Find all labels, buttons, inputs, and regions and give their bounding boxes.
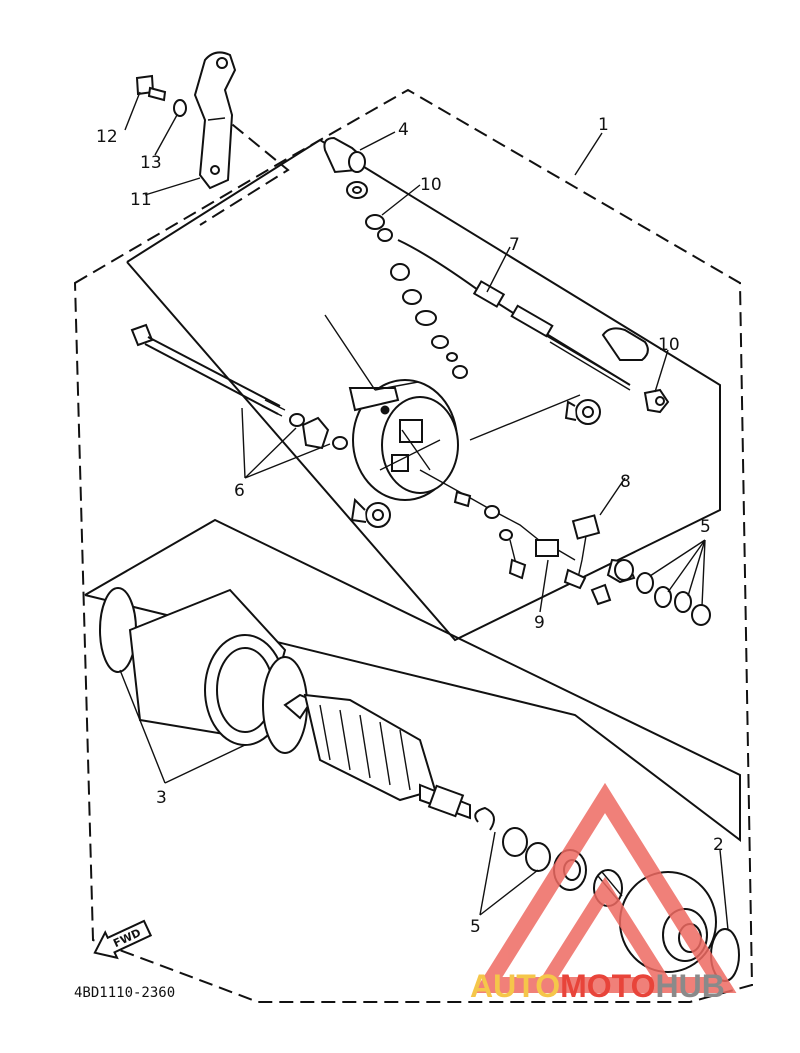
callout-10-upper: 10 (420, 175, 442, 195)
washer-6a (289, 413, 305, 427)
callout-3: 3 (156, 788, 167, 808)
fwd-arrow: FWD (93, 919, 153, 960)
bushing (606, 558, 636, 584)
brush-plate-outline (126, 138, 721, 642)
screw (590, 583, 612, 606)
through-bolt (130, 323, 286, 417)
callout-6: 6 (234, 481, 245, 501)
part-code: 4BD1110-2360 (74, 985, 175, 1001)
terminal-boot (601, 327, 649, 361)
terminal-cover-part-4 (323, 136, 368, 199)
callout-2: 2 (713, 835, 724, 855)
brush-part-8 (571, 514, 601, 579)
plate-6b (301, 416, 330, 450)
circlip (474, 806, 495, 831)
watermark-logo-icon (473, 782, 737, 993)
brush-clip-left (350, 497, 391, 528)
nut-part-10-upper (365, 214, 393, 242)
callout-1: 1 (598, 115, 609, 135)
callout-7: 7 (509, 235, 520, 255)
leader-lines (119, 91, 729, 931)
watermark-auto: AUTO (470, 968, 561, 1004)
armature (283, 693, 471, 820)
brush-leads (419, 469, 546, 580)
callout-11: 11 (130, 190, 152, 210)
assembly-boundary (73, 88, 754, 1003)
brush-clip-right (564, 399, 601, 425)
callout-4: 4 (398, 120, 409, 140)
lead-wire-part-7 (397, 239, 631, 391)
callout-9: 9 (534, 613, 545, 633)
bracket-region (199, 97, 290, 226)
shim-washers-part-5-lower (502, 827, 551, 872)
brush-part-9 (535, 539, 587, 590)
bracket-part-11 (193, 51, 237, 190)
callout-5: 5 (700, 517, 711, 537)
yoke-part-3 (99, 587, 308, 754)
watermark-hub: HUB (655, 968, 725, 1004)
callout-5b: 5 (470, 917, 481, 937)
watermark-moto: MOTO (560, 968, 656, 1004)
watermark-text: AUTOMOTOHUB (470, 968, 725, 1005)
bolt-part-12 (135, 74, 167, 102)
insulator-stack (390, 263, 468, 379)
callout-13: 13 (140, 153, 162, 173)
shim-washers-part-5 (636, 572, 711, 626)
callout-10-lower: 10 (658, 335, 680, 355)
washer-6c (332, 436, 348, 450)
nut-part-10-lower (643, 388, 670, 414)
callout-12: 12 (96, 127, 118, 147)
washer-part-13 (173, 99, 187, 117)
callout-8: 8 (620, 472, 631, 492)
brush-holder-end-cover (348, 379, 459, 501)
yoke-outline (84, 518, 741, 843)
